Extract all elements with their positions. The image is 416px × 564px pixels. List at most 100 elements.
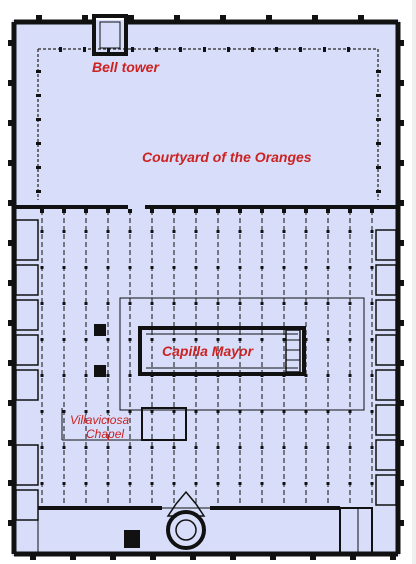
courtyard-pier xyxy=(251,47,254,52)
buttress xyxy=(8,440,15,446)
column-pier xyxy=(260,410,264,413)
arch-pier xyxy=(304,209,308,213)
plan-fill xyxy=(12,20,400,556)
column-pier xyxy=(62,302,66,305)
buttress xyxy=(8,480,15,486)
column-pier xyxy=(348,302,352,305)
column-pier xyxy=(84,302,88,305)
column-pier xyxy=(326,482,330,485)
courtyard-pier xyxy=(36,190,41,193)
column-pier xyxy=(194,410,198,413)
column-pier xyxy=(194,230,198,233)
buttress xyxy=(8,360,15,366)
column-pier xyxy=(348,230,352,233)
buttress xyxy=(8,200,15,206)
column-pier xyxy=(106,338,110,341)
column-pier xyxy=(150,482,154,485)
buttress xyxy=(8,120,15,126)
arch-pier xyxy=(260,209,264,213)
buttress xyxy=(390,553,396,560)
buttress xyxy=(397,320,404,326)
column-pier xyxy=(128,302,132,305)
column-pier xyxy=(172,230,176,233)
column-pier xyxy=(40,338,44,341)
label-villaviciosa-line1: Villaviciosa xyxy=(70,413,129,427)
courtyard-pier xyxy=(323,47,326,52)
column-pier xyxy=(62,374,66,377)
column-pier xyxy=(238,266,242,269)
column-pier xyxy=(304,230,308,233)
column-pier xyxy=(106,230,110,233)
column-pier xyxy=(194,266,198,269)
column-pier xyxy=(370,410,374,413)
arch-pier xyxy=(282,209,286,213)
column-pier xyxy=(216,302,220,305)
courtyard-pier xyxy=(376,166,381,169)
column-pier xyxy=(260,302,264,305)
courtyard-pier xyxy=(275,47,278,52)
courtyard-pier xyxy=(36,70,41,73)
column-pier xyxy=(282,230,286,233)
courtyard-pier xyxy=(376,94,381,97)
column-pier xyxy=(84,230,88,233)
column-pier xyxy=(326,410,330,413)
mihrab-area xyxy=(37,490,373,555)
column-pier xyxy=(106,482,110,485)
column-pier xyxy=(172,410,176,413)
column-pier xyxy=(128,266,132,269)
buttress xyxy=(8,240,15,246)
column-pier xyxy=(172,266,176,269)
buttress xyxy=(270,553,276,560)
arch-pier xyxy=(348,209,352,213)
buttress xyxy=(350,553,356,560)
column-pier xyxy=(304,266,308,269)
buttress xyxy=(266,15,272,23)
column-pier xyxy=(150,446,154,449)
arch-pier xyxy=(40,209,44,213)
column-pier xyxy=(304,410,308,413)
buttress xyxy=(174,15,180,23)
column-pier xyxy=(62,230,66,233)
buttress xyxy=(8,400,15,406)
buttress xyxy=(397,360,404,366)
buttress xyxy=(82,15,88,23)
column-pier xyxy=(216,410,220,413)
buttress xyxy=(30,553,36,560)
column-pier xyxy=(370,482,374,485)
column-pier xyxy=(326,446,330,449)
courtyard-pier xyxy=(59,47,62,52)
courtyard-pier xyxy=(227,47,230,52)
buttress xyxy=(150,553,156,560)
buttress xyxy=(397,480,404,486)
buttress xyxy=(397,40,404,46)
arch-pier xyxy=(128,209,132,213)
side-chapels-left xyxy=(15,219,39,521)
arch-pier xyxy=(62,209,66,213)
column-pier xyxy=(106,410,110,413)
column-pier xyxy=(326,266,330,269)
column-pier xyxy=(194,338,198,341)
buttress xyxy=(220,15,226,23)
buttress xyxy=(36,15,42,23)
colonnade-lines xyxy=(40,209,374,506)
buttress xyxy=(8,520,15,526)
courtyard-pier xyxy=(131,47,134,52)
courtyard-pier xyxy=(155,47,158,52)
arch-pier xyxy=(326,209,330,213)
column-pier xyxy=(172,446,176,449)
column-pier xyxy=(282,266,286,269)
courtyard-pier xyxy=(203,47,206,52)
courtyard-pier xyxy=(36,166,41,169)
column-pier xyxy=(326,230,330,233)
column-pier xyxy=(106,446,110,449)
scrollbar[interactable] xyxy=(412,0,416,564)
column-pier xyxy=(216,446,220,449)
arch-pier xyxy=(238,209,242,213)
buttress xyxy=(397,120,404,126)
column-pier xyxy=(216,230,220,233)
column-pier xyxy=(172,482,176,485)
buttress xyxy=(397,160,404,166)
column-pier xyxy=(370,266,374,269)
column-pier xyxy=(370,302,374,305)
buttress xyxy=(128,15,134,23)
